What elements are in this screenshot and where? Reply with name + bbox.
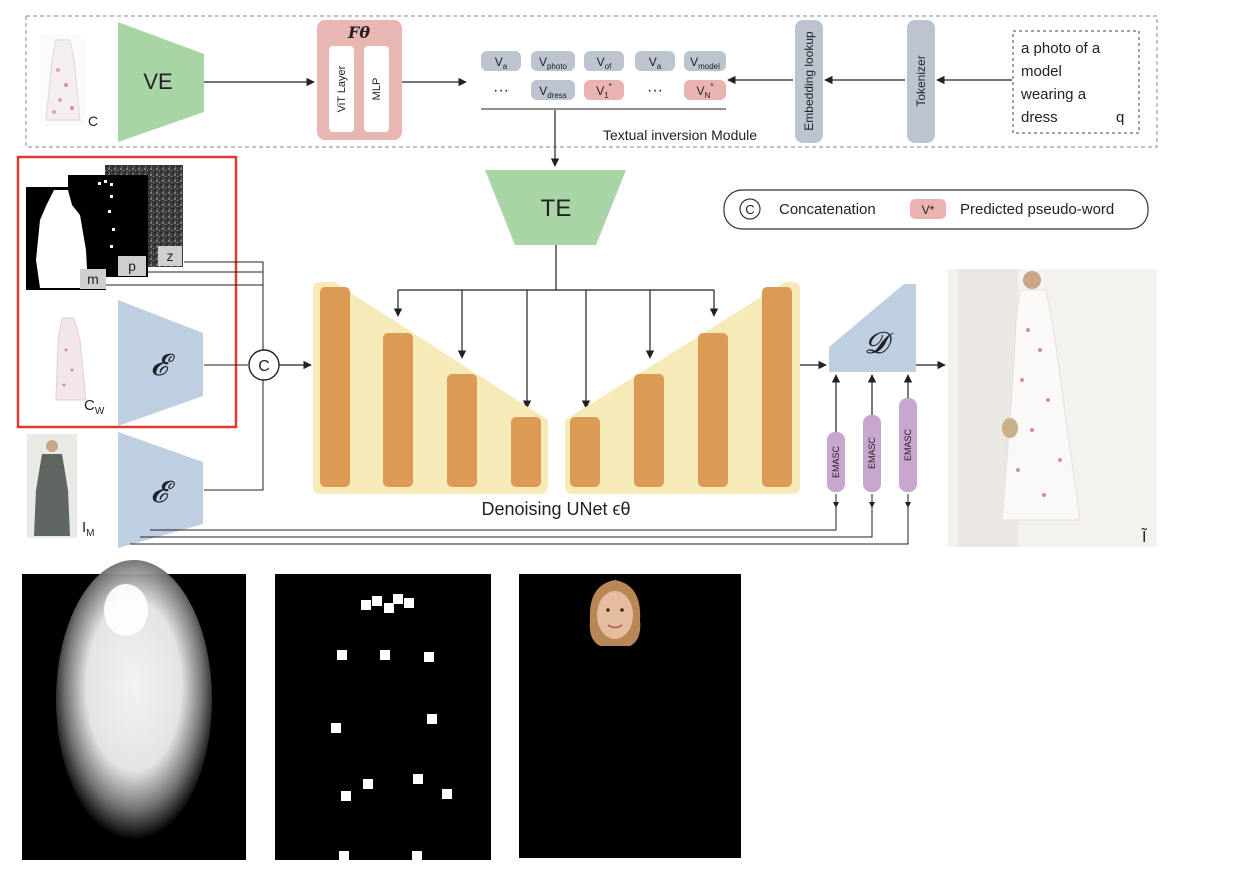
prompt-line: dress xyxy=(1021,109,1058,126)
token-row-2: ··· Vdress V1* ··· VN* xyxy=(493,80,726,100)
pseudo-token-chip xyxy=(584,80,624,100)
visual-encoder-label: VE xyxy=(143,69,172,94)
vit-layer-label: ViT Layer xyxy=(336,65,348,112)
token-text: Vdress xyxy=(539,84,567,100)
emasc-block xyxy=(863,415,881,492)
token-chip xyxy=(531,51,575,71)
concat-legend-icon xyxy=(739,198,761,220)
unet-label: Denoising UNet ϵθ xyxy=(481,499,630,519)
noise-label: z xyxy=(167,248,174,264)
masked-model-image xyxy=(27,434,77,538)
prompt-symbol: q xyxy=(1116,109,1124,126)
token-text: Vof xyxy=(597,55,612,71)
encoder-block xyxy=(118,300,203,426)
unet-decoder-background xyxy=(565,282,800,494)
pseudo-word-legend-label: Predicted pseudo-word xyxy=(960,201,1114,218)
mlp-block xyxy=(364,46,389,132)
concat-legend-symbol: C xyxy=(745,202,754,217)
concat-node-symbol: C xyxy=(258,358,270,375)
densepose-blur-map xyxy=(22,560,246,860)
decoder-block xyxy=(829,284,916,372)
unet-encoder-background xyxy=(313,282,548,494)
token-text: VN* xyxy=(697,82,714,100)
textual-inversion-panel xyxy=(25,15,1158,148)
emasc-label: EMASC xyxy=(903,429,913,462)
unet-layer xyxy=(320,287,350,487)
token-chip xyxy=(531,80,575,100)
legend-box xyxy=(723,189,1149,230)
token-chip xyxy=(584,51,624,71)
token-row-1: Va Vphoto Vof Va Vmodel xyxy=(481,51,726,71)
ellipsis: ··· xyxy=(493,82,509,99)
prompt-line: a photo of a xyxy=(1021,40,1101,57)
unet-layer xyxy=(634,374,664,487)
text-encoder-label: TE xyxy=(541,195,572,222)
token-text: V1* xyxy=(596,82,612,100)
input-highlight-box xyxy=(16,155,238,429)
textual-inversion-label: Textual inversion Module xyxy=(603,127,757,143)
tokenizer-block xyxy=(907,20,935,143)
unet-layer xyxy=(511,417,541,487)
face-crop-map xyxy=(519,574,741,858)
garment-image xyxy=(40,34,86,126)
pseudo-word-legend-chip xyxy=(910,199,946,219)
token-chip xyxy=(481,51,521,71)
pose-label-tab xyxy=(118,256,146,276)
masked-image-encoder-block xyxy=(118,432,203,548)
emasc-label: EMASC xyxy=(831,446,841,479)
token-chip xyxy=(635,51,675,71)
mask-label-tab xyxy=(80,269,106,289)
unet-layer xyxy=(447,374,477,487)
emasc-modules: EMASC EMASC EMASC xyxy=(827,374,917,492)
denoising-unet xyxy=(313,282,800,494)
token-chip xyxy=(684,51,726,71)
output-image xyxy=(948,269,1157,547)
token-text: Va xyxy=(649,55,662,71)
output-label: Ĩ xyxy=(1141,526,1148,546)
unet-layer xyxy=(383,333,413,487)
tokenizer-label: Tokenizer xyxy=(914,55,928,106)
warped-garment-image xyxy=(55,317,87,401)
visual-encoder-block xyxy=(118,22,204,142)
vit-layer-block xyxy=(329,46,354,132)
mask-silhouette xyxy=(36,190,88,288)
emasc-label: EMASC xyxy=(867,437,877,470)
garment-label: C xyxy=(88,113,98,129)
embedding-lookup-block xyxy=(795,20,823,143)
noise-label-tab xyxy=(158,246,182,266)
text-encoder-block xyxy=(485,170,626,245)
concat-legend-label: Concatenation xyxy=(779,201,876,218)
prompt-line: model xyxy=(1021,63,1062,80)
pose-label: p xyxy=(128,258,136,274)
prompt-box xyxy=(1012,30,1140,134)
unet-layer xyxy=(698,333,728,487)
pseudo-word-legend-symbol: V* xyxy=(922,203,935,217)
pseudo-token-chip xyxy=(684,80,726,100)
embedding-lookup-label: Embedding lookup xyxy=(802,31,816,131)
te-conditioning-arrows xyxy=(393,245,719,409)
emasc-block xyxy=(827,432,845,492)
unet-layer xyxy=(570,417,600,487)
token-text: Vmodel xyxy=(690,55,720,71)
mask-label: m xyxy=(87,271,99,287)
masked-model-label: IM xyxy=(82,519,95,539)
input-wiring xyxy=(106,261,264,491)
emasc-block xyxy=(899,398,917,492)
ellipsis: ··· xyxy=(647,82,663,99)
token-text: Vphoto xyxy=(539,55,568,71)
prompt-line: wearing a xyxy=(1020,86,1087,103)
unet-layer xyxy=(762,287,792,487)
mlp-label: MLP xyxy=(371,78,383,101)
keypoint-map xyxy=(275,574,491,860)
warped-garment-label: CW xyxy=(84,397,105,417)
mapper-label: Fθ xyxy=(347,23,370,42)
token-text: Va xyxy=(495,55,508,71)
